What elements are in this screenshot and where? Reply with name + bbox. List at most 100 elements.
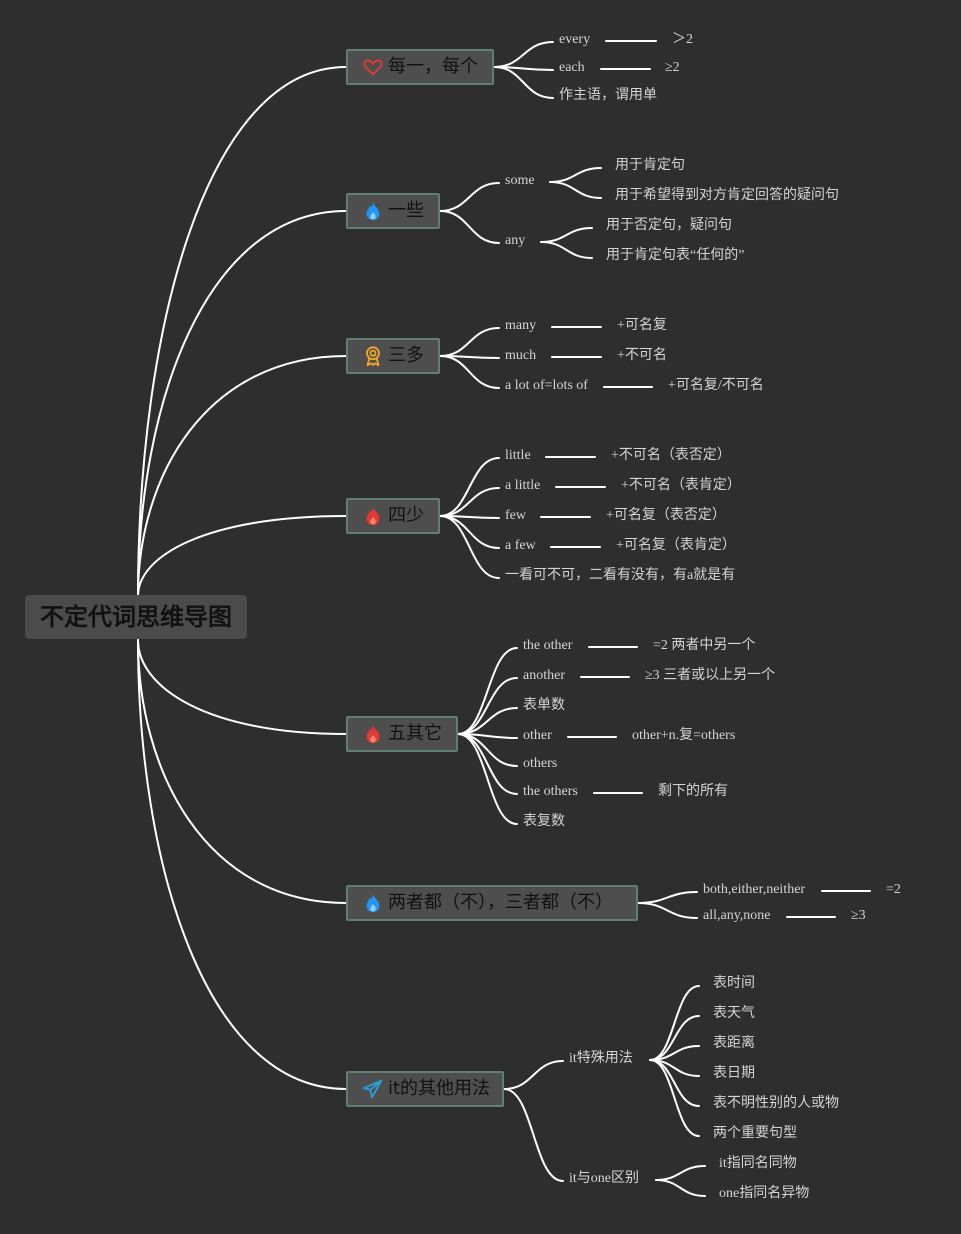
- leaf-note: =2: [886, 882, 901, 897]
- leaf-note: +可名复/不可名: [668, 378, 764, 393]
- leaf-label: the other: [523, 638, 573, 653]
- root-branch-line: [137, 66, 347, 597]
- leaf-label: any: [505, 233, 526, 248]
- leaf-label: all,any,none: [703, 908, 771, 923]
- leaf-label: it与one区别: [569, 1171, 639, 1186]
- sub-branch-line: [655, 1165, 706, 1181]
- sub-leaf-label: 用于否定句，疑问句: [606, 218, 732, 233]
- leaf-label: another: [523, 668, 565, 683]
- leaf-note: ≥3: [851, 908, 866, 923]
- topic-each[interactable]: 每一，每个: [346, 49, 494, 85]
- sub-branch-line: [540, 241, 593, 259]
- flame-icon: [362, 723, 384, 745]
- root-node[interactable]: 不定代词思维导图: [25, 595, 247, 639]
- root-branch-line: [137, 355, 347, 597]
- sub-leaf-label: 两个重要句型: [713, 1126, 797, 1141]
- medal-icon: [362, 345, 384, 367]
- sub-branch-line: [549, 167, 602, 183]
- sub-leaf-label: 表距离: [713, 1036, 755, 1051]
- sub-branch-line: [649, 1059, 700, 1137]
- topic-branch-line: [493, 66, 554, 99]
- root-branch-line: [137, 639, 347, 1090]
- topic-other[interactable]: 五其它: [346, 716, 458, 752]
- sub-leaf-label: 表日期: [713, 1066, 755, 1081]
- topic-branch-line: [457, 733, 518, 825]
- leaf-label: a few: [505, 538, 536, 553]
- sub-leaf-label: one指同名异物: [719, 1186, 810, 1201]
- leaf-label: a little: [505, 478, 541, 493]
- topic-some[interactable]: 一些: [346, 193, 440, 229]
- topic-branch-line: [439, 182, 500, 212]
- topic-both-all[interactable]: 两者都（不），三者都（不）: [346, 885, 638, 921]
- topic-branch-line: [439, 355, 500, 389]
- topic-label: 三多: [388, 345, 424, 366]
- leaf-note: +不可名: [617, 348, 667, 363]
- leaf-label: both,either,neither: [703, 882, 806, 897]
- topic-branch-line: [503, 1088, 564, 1182]
- leaf-note: ≥2: [665, 60, 680, 75]
- leaf-label: 一看可不可，二看有没有，有a就是有: [505, 568, 736, 583]
- root-branch-line: [137, 210, 347, 597]
- leaf-note: other+n.复=others: [632, 728, 736, 743]
- topic-branch-line: [439, 457, 500, 517]
- sub-leaf-label: 用于肯定句表“任何的”: [606, 248, 745, 263]
- leaf-note: =2 两者中另一个: [653, 638, 756, 653]
- leaf-note: ≥3 三者或以上另一个: [645, 668, 776, 683]
- topic-four-few[interactable]: 四少: [346, 498, 440, 534]
- topic-branch-line: [637, 891, 698, 904]
- topic-branch-line: [637, 902, 698, 919]
- root-branch-line: [137, 639, 347, 904]
- topic-label: 每一，每个: [388, 56, 478, 77]
- leaf-label: others: [523, 756, 558, 771]
- topic-branch-line: [439, 515, 500, 549]
- leaf-label: a lot of=lots of: [505, 378, 588, 393]
- leaf-label: little: [505, 448, 531, 463]
- topic-branch-line: [457, 677, 518, 735]
- sub-leaf-label: 用于肯定句: [615, 158, 685, 173]
- leaf-label: few: [505, 508, 526, 523]
- flame-icon: [362, 200, 384, 222]
- leaf-note: +不可名（表肯定）: [621, 478, 741, 493]
- leaf-label: 表单数: [523, 698, 565, 713]
- leaf-note: 剩下的所有: [658, 784, 728, 799]
- topic-label: it的其他用法: [388, 1078, 491, 1099]
- topic-branch-line: [439, 210, 500, 244]
- leaf-label: 表复数: [523, 814, 565, 829]
- sub-leaf-label: 表不明性别的人或物: [713, 1096, 839, 1111]
- sub-leaf-label: 表天气: [713, 1006, 755, 1021]
- sub-leaf-label: it指同名同物: [719, 1156, 797, 1171]
- topic-label: 五其它: [388, 723, 442, 744]
- flame-icon: [362, 505, 384, 527]
- leaf-label: each: [559, 60, 585, 75]
- send-icon: [362, 1078, 384, 1100]
- leaf-note: ＞2: [672, 32, 693, 47]
- sub-branch-line: [649, 985, 700, 1061]
- topic-it-usage[interactable]: it的其他用法: [346, 1071, 504, 1107]
- leaf-label: it特殊用法: [569, 1051, 633, 1066]
- sub-leaf-label: 用于希望得到对方肯定回答的疑问句: [615, 188, 839, 203]
- leaf-label: 作主语，谓用单: [559, 88, 657, 103]
- leaf-label: other: [523, 728, 552, 743]
- leaf-note: +可名复（表否定）: [606, 508, 726, 523]
- sub-branch-line: [549, 181, 602, 199]
- root-branch-line: [137, 639, 347, 735]
- topic-branch-line: [457, 647, 518, 735]
- topic-label: 两者都（不），三者都（不）: [388, 892, 613, 913]
- topic-branch-line: [503, 1060, 564, 1090]
- leaf-label: much: [505, 348, 537, 363]
- leaf-label: some: [505, 173, 535, 188]
- leaf-note: +不可名（表否定）: [611, 448, 731, 463]
- topic-label: 四少: [388, 505, 424, 526]
- leaf-label: many: [505, 318, 537, 333]
- topic-branch-line: [439, 515, 500, 579]
- topic-branch-line: [493, 41, 554, 68]
- topic-label: 一些: [388, 200, 424, 221]
- root-branch-line: [137, 515, 347, 597]
- leaf-label: the others: [523, 784, 578, 799]
- topic-three-many[interactable]: 三多: [346, 338, 440, 374]
- sub-branch-line: [540, 227, 593, 243]
- sub-branch-line: [655, 1179, 706, 1197]
- sub-leaf-label: 表时间: [713, 976, 755, 991]
- flame-icon: [362, 892, 384, 914]
